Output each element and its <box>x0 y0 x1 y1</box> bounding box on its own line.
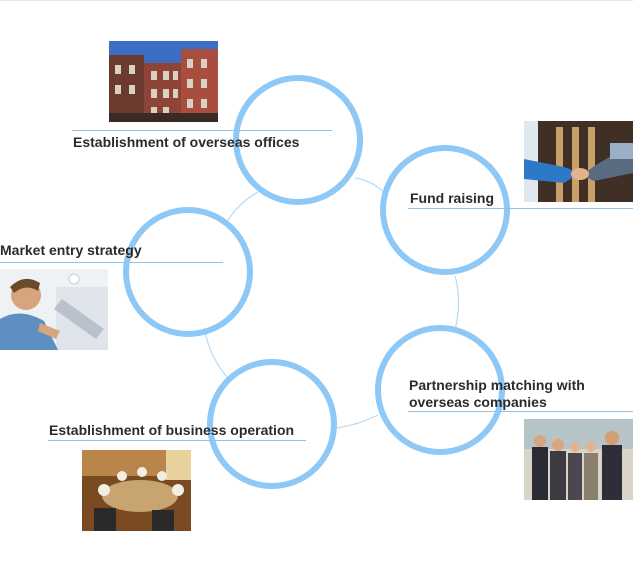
stage-label-business-operation: Establishment of business operation <box>49 422 295 438</box>
connector-arc-1-2 <box>354 177 385 193</box>
meeting-table-icon <box>82 450 191 531</box>
label-underline-overseas-offices <box>72 130 332 131</box>
label-underline-market-entry <box>0 262 223 263</box>
connector-arc-3-4 <box>336 414 379 429</box>
label-underline-business-operation <box>48 440 306 441</box>
building-icon <box>109 41 218 122</box>
ring-overseas-offices <box>233 75 363 205</box>
ring-market-entry <box>123 207 253 337</box>
label-underline-partnership-matching <box>408 411 633 412</box>
stage-label-overseas-offices: Establishment of overseas offices <box>73 134 300 150</box>
ring-fund-raising <box>380 145 510 275</box>
connector-arc-4-5 <box>203 327 229 379</box>
ring-partnership-matching <box>375 325 505 455</box>
connector-arc-2-3 <box>454 275 460 331</box>
connector-arc-5-1 <box>227 191 259 221</box>
label-underline-fund-raising <box>408 208 633 209</box>
stage-label-partnership-matching: Partnership matching with overseas compa… <box>409 377 585 410</box>
office-worker-icon <box>0 269 108 350</box>
stage-label-fund-raising: Fund raising <box>410 190 494 206</box>
ring-business-operation <box>207 359 337 489</box>
top-divider <box>0 0 633 1</box>
handshake-icon <box>524 121 633 202</box>
business-group-icon <box>524 419 633 500</box>
stage-label-market-entry: Market entry strategy <box>0 242 142 258</box>
